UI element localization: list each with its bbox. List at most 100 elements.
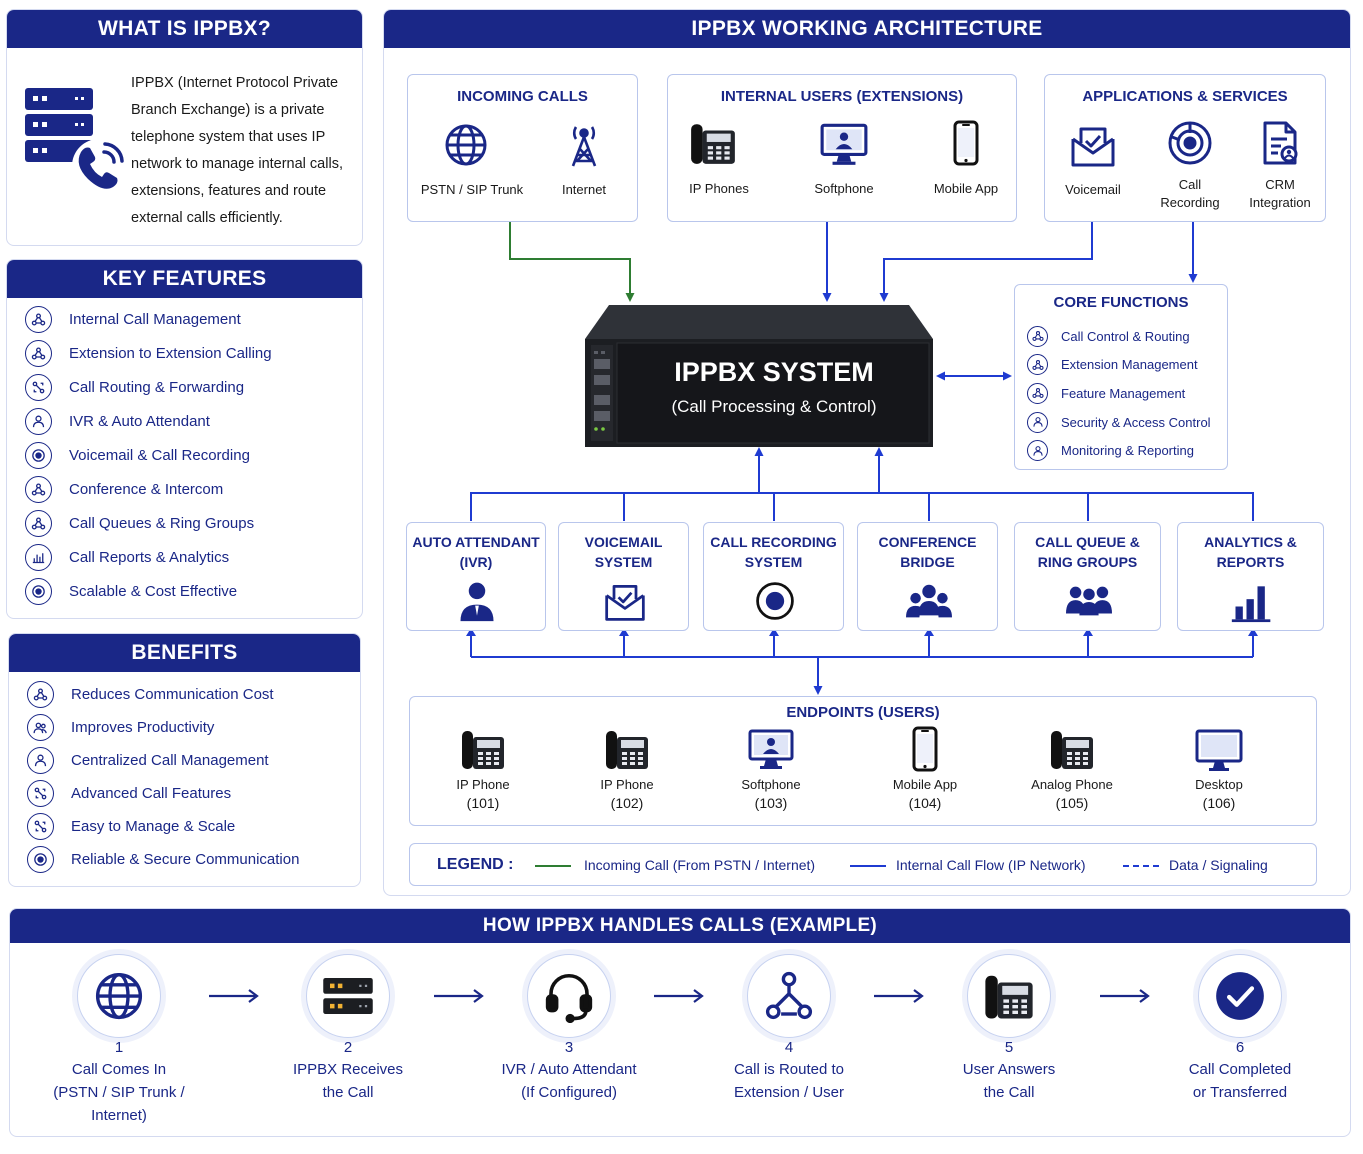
core-functions-title: CORE FUNCTIONS: [1053, 294, 1189, 311]
endpoints-box: ENDPOINTS (USERS) IP Phone(101)IP Phone(…: [409, 696, 1317, 826]
list-item: Reliable & Secure Communication: [27, 845, 299, 873]
internal-users-box: INTERNAL USERS (EXTENSIONS) IP Phones So…: [667, 74, 1017, 222]
list-item-label: Reliable & Secure Communication: [71, 850, 300, 868]
tower-icon: [560, 121, 608, 174]
crm-doc-icon: [1256, 119, 1304, 172]
module-title-line2: REPORTS: [1216, 554, 1285, 570]
step-number: 1: [114, 1039, 124, 1056]
network-icon: [25, 510, 52, 538]
internal-item-label: IP Phones: [689, 181, 749, 196]
legend-internal-line: [850, 865, 886, 867]
monitor-user-icon: [819, 119, 869, 174]
step-label-line: Call Comes In: [71, 1061, 167, 1078]
module-box: CALL RECORDING SYSTEM: [703, 522, 844, 631]
apps-item-label-line2: Integration: [1249, 195, 1311, 210]
step-circle: [747, 954, 831, 1038]
user-icon: [27, 746, 54, 774]
step-label-line: Internet): [91, 1107, 147, 1124]
step-label-line: IPPBX Receives: [292, 1061, 404, 1078]
legend-data-label: Data / Signaling: [1169, 857, 1268, 873]
ip-phone-icon: [602, 725, 652, 778]
user-icon: [1027, 440, 1048, 462]
mobile-icon: [900, 725, 950, 778]
module-title-line2: SYSTEM: [594, 554, 653, 570]
legend-internal-label: Internal Call Flow (IP Network): [896, 857, 1086, 873]
internal-users-title: INTERNAL USERS (EXTENSIONS): [720, 88, 964, 105]
list-item: Call Queues & Ring Groups: [25, 510, 254, 538]
mobile-icon: [942, 117, 990, 174]
ippbx-system-title: IPPBX SYSTEM: [674, 357, 874, 387]
list-item: Call Reports & Analytics: [25, 544, 229, 572]
applications-services-box: APPLICATIONS & SERVICES Voicemail Call R…: [1044, 74, 1326, 222]
module-title-line1: CONFERENCE: [878, 534, 977, 550]
network-icon: [1027, 354, 1048, 376]
module-title-line2: SYSTEM: [744, 554, 803, 570]
list-item: Voicemail & Call Recording: [25, 441, 250, 469]
step-circle: [527, 954, 611, 1038]
applications-services-title: APPLICATIONS & SERVICES: [1082, 88, 1288, 105]
core-function-item: Feature Management: [1027, 382, 1185, 404]
endpoint-extension: (105): [1055, 795, 1089, 811]
step-number: 4: [784, 1039, 794, 1056]
incoming-item-label: PSTN / SIP Trunk: [420, 182, 524, 197]
endpoint-extension: (101): [466, 795, 500, 811]
record-icon: [25, 578, 52, 606]
globe-icon: [442, 121, 490, 174]
list-item-label: IVR & Auto Attendant: [69, 412, 210, 430]
step-label-line: IVR / Auto Attendant: [501, 1061, 637, 1078]
ip-phone-icon: [688, 117, 738, 174]
incoming-item-label: Internet: [561, 182, 607, 197]
record-icon: [25, 441, 52, 469]
internal-item-label: Softphone: [814, 181, 874, 196]
module-title-line1: CALL RECORDING: [710, 534, 837, 550]
user-icon: [25, 407, 52, 435]
step-number: 5: [1004, 1039, 1014, 1056]
module-box: CONFERENCE BRIDGE: [857, 522, 998, 631]
step-label-line: User Answers: [962, 1061, 1056, 1078]
voicemail-icon: [1069, 121, 1117, 174]
step-label-line: (If Configured): [521, 1084, 617, 1101]
list-item: Easy to Manage & Scale: [27, 812, 235, 840]
list-item-label: Centralized Call Management: [71, 751, 269, 769]
core-function-item: Call Control & Routing: [1027, 325, 1190, 347]
endpoint-label: Desktop: [1195, 777, 1243, 792]
list-item-label: Call Routing & Forwarding: [69, 378, 245, 396]
step-label-line: Extension / User: [733, 1084, 845, 1101]
endpoint-label: Softphone: [741, 777, 801, 792]
step-circle: [77, 954, 161, 1038]
key-features-title: KEY FEATURES: [7, 260, 362, 298]
step-arrow-icon: [652, 986, 706, 1011]
list-item-label: Call Queues & Ring Groups: [69, 515, 255, 533]
description-line: telephone system that uses IP: [131, 129, 326, 145]
record-icon: [27, 845, 54, 873]
legend-box: LEGEND : Incoming Call (From PSTN / Inte…: [409, 843, 1317, 886]
core-function-label: Call Control & Routing: [1061, 328, 1190, 344]
list-item: Reduces Communication Cost: [27, 680, 274, 708]
module-title-line1: CALL QUEUE &: [1035, 534, 1140, 550]
users-icon: [27, 713, 54, 741]
desktop-icon: [1194, 725, 1244, 778]
network-icon: [25, 339, 52, 367]
core-function-item: Security & Access Control: [1027, 411, 1211, 433]
ippbx-system-device: IPPBX SYSTEM (Call Processing & Control): [585, 305, 933, 447]
apps-item-label: Voicemail: [1065, 182, 1121, 197]
step-arrow-icon: [1098, 986, 1152, 1011]
what-is-ippbx-title: WHAT IS IPPBX?: [7, 10, 362, 48]
list-item: Scalable & Cost Effective: [25, 578, 237, 606]
what-is-ippbx-panel: WHAT IS IPPBX? IPPBX (Internet Protocol …: [6, 9, 363, 246]
list-item: Internal Call Management: [25, 305, 241, 333]
legend-title: LEGEND :: [437, 856, 514, 873]
list-item-label: Scalable & Cost Effective: [69, 583, 238, 601]
routing-icon: [27, 779, 54, 807]
check-icon: [1214, 970, 1266, 1022]
step-number: 6: [1235, 1039, 1245, 1056]
person-icon: [455, 579, 499, 628]
list-item-label: Call Reports & Analytics: [69, 549, 230, 567]
architecture-title: IPPBX WORKING ARCHITECTURE: [384, 10, 1350, 48]
module-title-line2: BRIDGE: [900, 554, 955, 570]
headset-icon: [542, 969, 596, 1023]
core-function-item: Monitoring & Reporting: [1027, 440, 1194, 462]
legend-incoming-line: [535, 865, 571, 867]
